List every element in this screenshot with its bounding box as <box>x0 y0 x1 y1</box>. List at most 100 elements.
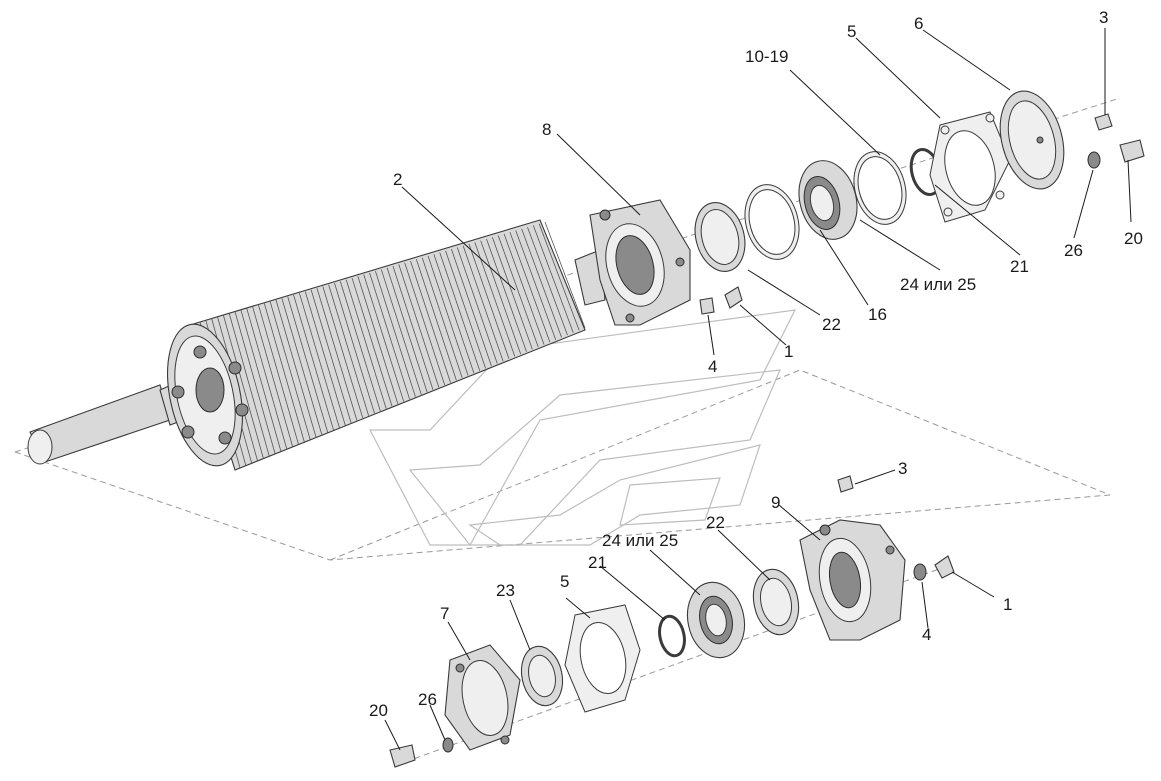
drum-rib <box>263 303 305 443</box>
drum-rib <box>486 238 527 352</box>
drum-rib <box>538 223 580 331</box>
drum-rib <box>392 265 434 390</box>
drum-rib <box>281 298 323 435</box>
upper-ring <box>744 184 800 260</box>
drum-rib <box>445 250 486 369</box>
upper-bearing <box>798 160 858 240</box>
label-5-upper: 5 <box>847 22 856 41</box>
drum-rib <box>223 315 264 459</box>
drum-rib <box>532 225 574 333</box>
drum-rib <box>456 247 498 364</box>
drum-rib <box>421 257 463 378</box>
drum-rib <box>258 304 299 445</box>
drum-rib <box>515 230 557 341</box>
drum-rib <box>304 291 346 426</box>
drum-rib <box>451 248 492 367</box>
label-24-25-lower: 24 или 25 <box>602 531 678 550</box>
label-5-lower: 5 <box>560 572 569 591</box>
drum-rib <box>386 267 428 393</box>
label-3-lower: 3 <box>898 459 907 478</box>
drum-rib <box>287 296 329 433</box>
label-7: 7 <box>440 604 449 623</box>
drum-rib <box>293 294 334 431</box>
drum-rib <box>521 228 562 338</box>
upper-end-cover <box>999 90 1065 190</box>
drum-rib <box>480 240 522 355</box>
drum-rib <box>228 313 270 457</box>
drum-rib <box>375 271 416 397</box>
drum-rib <box>363 274 405 402</box>
upper-spacer-ring <box>853 151 907 225</box>
drum-rib <box>544 221 586 329</box>
lower-seal-ring <box>752 568 800 636</box>
drum-rib <box>509 232 551 343</box>
lower-fasteners <box>837 475 955 581</box>
drum-rib <box>234 311 276 454</box>
drum-rib <box>427 255 469 376</box>
lower-gasket <box>564 604 641 713</box>
leader-lines <box>384 28 1132 751</box>
upper-seal-ring <box>694 202 746 272</box>
label-3-upper: 3 <box>1099 8 1108 27</box>
drum-rib <box>299 293 340 428</box>
drum-rib <box>462 245 504 362</box>
label-24-25-upper: 24 или 25 <box>900 275 976 294</box>
label-20-lower: 20 <box>369 701 388 720</box>
label-2: 2 <box>393 170 402 189</box>
drum-rib <box>415 259 457 381</box>
drum-rib <box>404 262 446 386</box>
drum-rib <box>527 226 568 336</box>
drum-rib <box>398 264 440 388</box>
upper-fasteners <box>699 113 1145 315</box>
drum-rib <box>334 282 375 414</box>
label-1-upper: 1 <box>784 342 793 361</box>
drum-rib <box>357 276 399 405</box>
label-23: 23 <box>496 581 515 600</box>
drum-rib <box>351 277 393 407</box>
label-22-lower: 22 <box>706 513 725 532</box>
drum-rib <box>328 284 370 416</box>
label-22-upper: 22 <box>822 315 841 334</box>
label-6: 6 <box>914 14 923 33</box>
label-21-lower: 21 <box>588 553 607 572</box>
label-9: 9 <box>771 493 780 512</box>
drum-rib <box>269 301 311 440</box>
label-4-lower: 4 <box>922 625 931 644</box>
lower-bearing <box>686 581 746 659</box>
lower-bolt-washer <box>389 737 454 768</box>
drum-rib <box>275 299 317 438</box>
drum-rib <box>240 310 282 452</box>
roller-drum <box>27 219 606 471</box>
label-16: 16 <box>868 305 887 324</box>
label-4-upper: 4 <box>708 357 717 376</box>
drum-rib <box>491 237 533 350</box>
label-21-upper: 21 <box>1010 257 1029 276</box>
drum-rib <box>345 279 387 409</box>
drum-rib <box>433 254 475 374</box>
part-labels: 2 8 10-19 5 6 3 20 26 21 24 или 25 16 22… <box>369 8 1143 720</box>
label-8: 8 <box>542 120 551 139</box>
label-10-19: 10-19 <box>745 47 788 66</box>
drum-rib <box>339 281 381 412</box>
lower-snap-ring <box>658 614 686 658</box>
drum-rib <box>369 272 410 400</box>
watermark-logo <box>369 309 797 546</box>
label-1-lower: 1 <box>1003 595 1012 614</box>
drum-rib <box>497 235 539 348</box>
upper-bearing-housing <box>589 199 691 326</box>
drum-ribs <box>199 221 586 469</box>
drum-rib <box>468 243 510 359</box>
label-20-upper: 20 <box>1124 229 1143 248</box>
drum-rib <box>503 233 545 345</box>
upper-gasket <box>929 111 1011 223</box>
drum-rib <box>439 252 481 371</box>
drum-rib <box>474 242 516 357</box>
lower-bearing-housing <box>799 519 906 641</box>
lower-end-cover <box>444 644 521 751</box>
drum-rib <box>316 287 358 421</box>
drum-rib <box>380 269 422 395</box>
lower-seal <box>520 645 564 707</box>
drum-rib <box>252 306 294 447</box>
